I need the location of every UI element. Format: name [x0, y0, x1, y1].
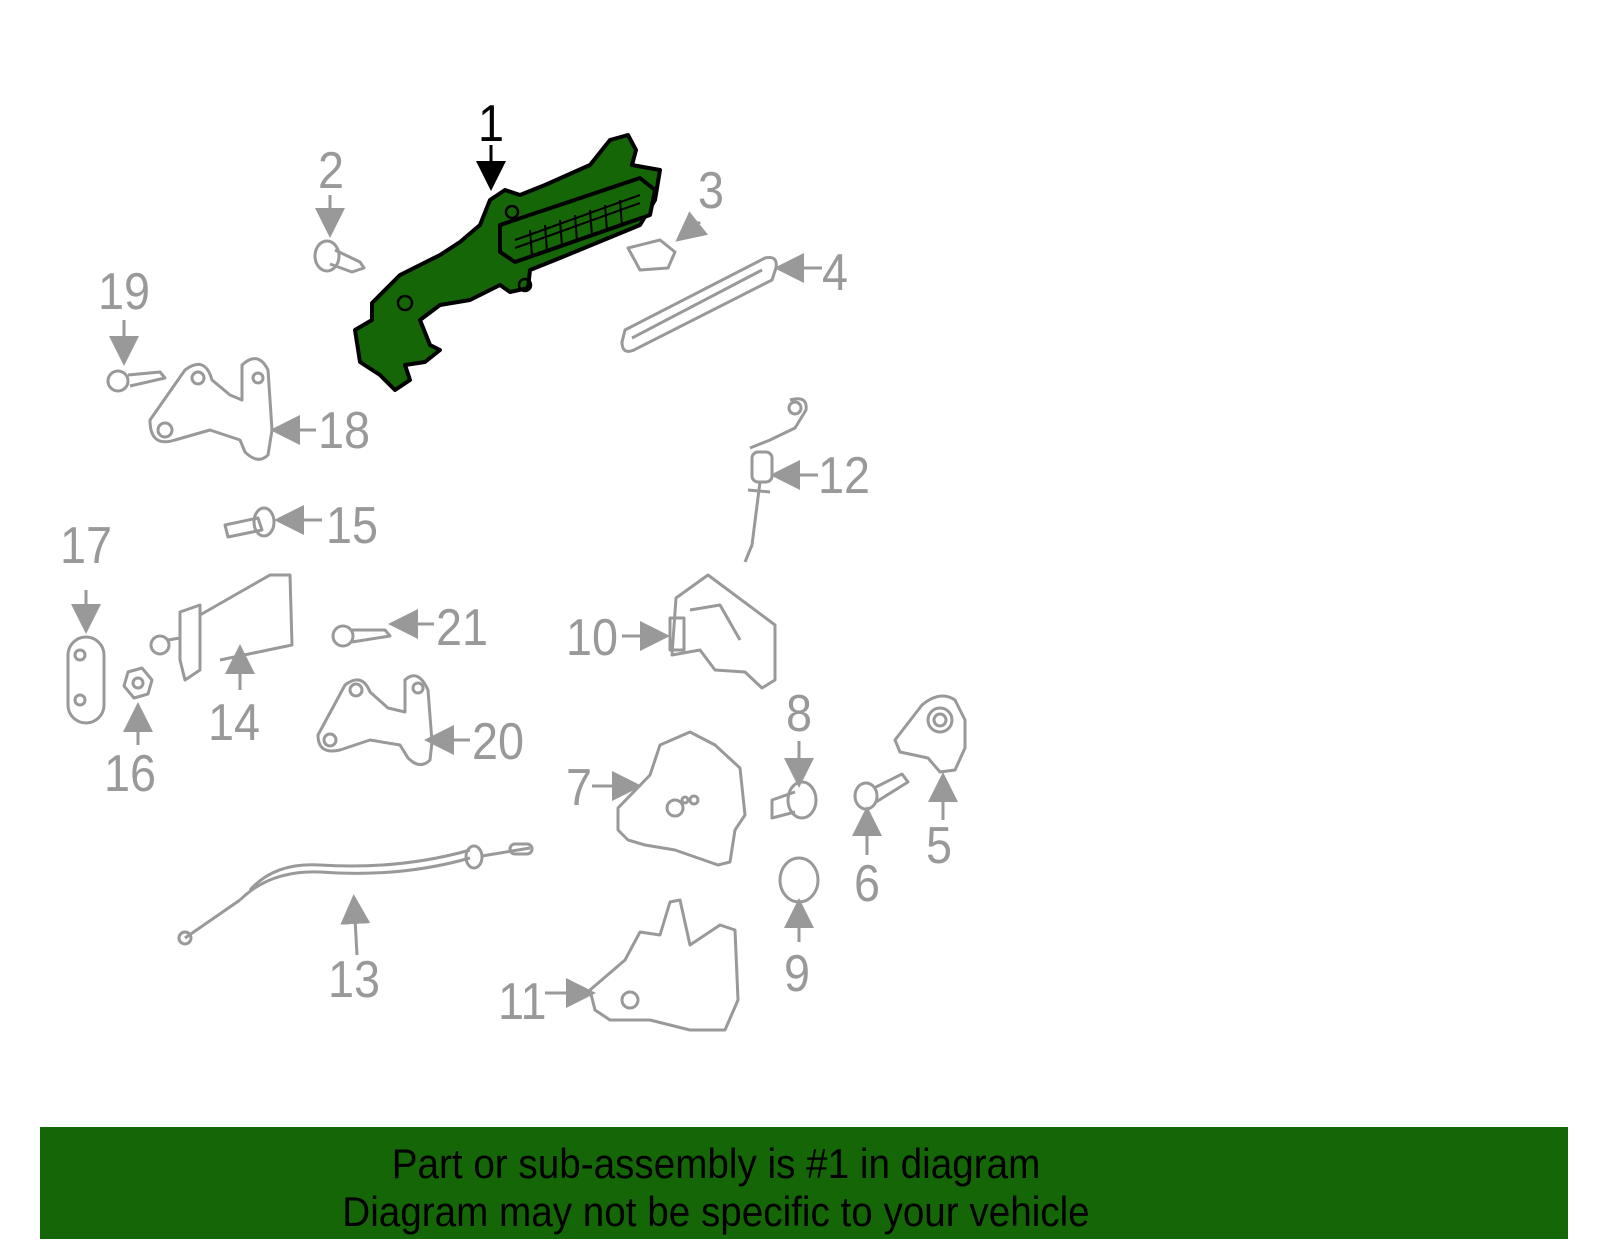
part-15-bolt[interactable]: [223, 506, 276, 539]
callout-label-9: 9: [784, 945, 811, 1003]
callout-label-20: 20: [472, 713, 525, 771]
callout-label-7: 7: [566, 759, 593, 817]
callout-label-17: 17: [60, 517, 113, 575]
callout-label-11: 11: [498, 973, 547, 1031]
callout-label-1: 1: [478, 95, 505, 153]
part-19-bolt[interactable]: [106, 369, 167, 393]
callout-label-15: 15: [326, 497, 379, 555]
callout-label-10: 10: [566, 609, 619, 667]
part-13-release-cable[interactable]: [177, 842, 534, 946]
callout-label-2: 2: [318, 142, 345, 200]
part-9-o-ring[interactable]: [778, 856, 820, 904]
part-7-door-latch[interactable]: [616, 730, 747, 867]
callout-label-14: 14: [208, 694, 261, 752]
callout-label-13: 13: [328, 951, 381, 1009]
part-16-nut[interactable]: [122, 666, 154, 700]
part-1-door-handle-assembly[interactable]: [353, 133, 662, 392]
callout-label-19: 19: [98, 263, 151, 321]
info-banner: Part or sub-assembly is #1 in diagram Di…: [40, 1127, 1568, 1239]
banner-line-part-info: Part or sub-assembly is #1 in diagram: [391, 1140, 1041, 1187]
callout-label-21: 21: [436, 599, 489, 657]
part-11-latch-cover[interactable]: [588, 898, 740, 1032]
part-17-bumper[interactable]: [66, 635, 106, 725]
part-20-hinge[interactable]: [316, 674, 434, 766]
part-6-bolt[interactable]: [853, 772, 910, 811]
part-21-bolt[interactable]: [331, 624, 392, 648]
part-2-screw[interactable]: [313, 239, 366, 274]
part-14-door-check[interactable]: [149, 573, 294, 682]
callout-label-12: 12: [818, 447, 871, 505]
part-3-cap[interactable]: [626, 238, 677, 272]
banner-line-disclaimer: Diagram may not be specific to your vehi…: [342, 1188, 1090, 1235]
part-12-lock-cylinder[interactable]: [743, 397, 808, 563]
part-10-actuator[interactable]: [668, 573, 777, 690]
part-8-pin[interactable]: [770, 780, 818, 820]
callout-label-18: 18: [318, 402, 371, 460]
callout-label-16: 16: [104, 745, 157, 803]
callout-label-3: 3: [698, 162, 725, 220]
callout-label-5: 5: [926, 817, 953, 875]
callout-label-8: 8: [786, 685, 813, 743]
part-5-striker[interactable]: [893, 694, 967, 774]
part-4-handle-bezel[interactable]: [620, 256, 778, 353]
callout-label-6: 6: [854, 855, 881, 913]
callout-label-4: 4: [822, 244, 849, 302]
part-18-hinge[interactable]: [148, 357, 274, 461]
